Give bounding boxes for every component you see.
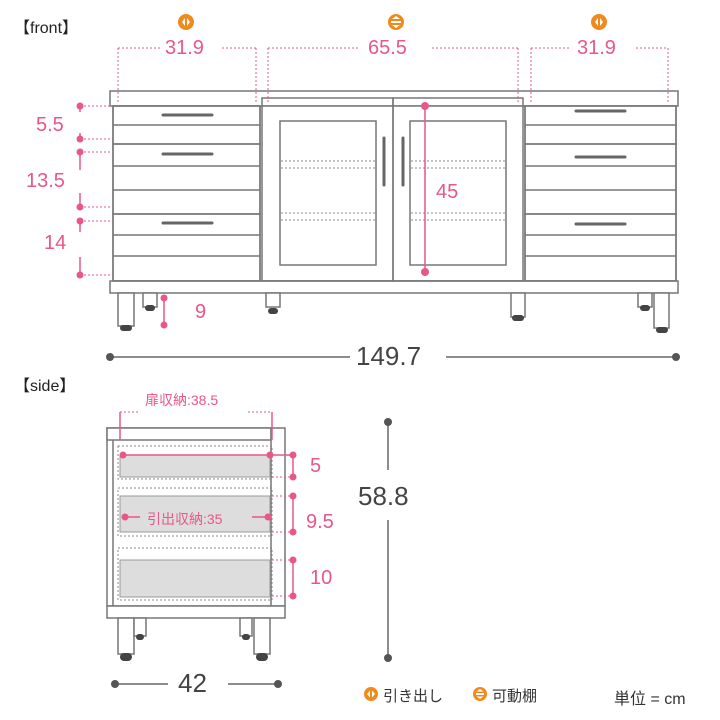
side-drawer-height-1: 5: [310, 455, 322, 477]
legend-unit: 単位 = cm: [614, 691, 686, 708]
legend-drawer-label: 引き出し: [383, 688, 444, 705]
front-drawer-height-1: 5.5: [36, 114, 64, 136]
side-dimension-dots: [119, 451, 297, 600]
drawer-icon: [178, 14, 194, 30]
front-glass-doors: [261, 97, 524, 282]
side-door-storage-depth: 扉収納:38.5: [145, 392, 219, 408]
front-dimension-dots: [76, 102, 429, 329]
side-total-height: 58.8: [358, 481, 409, 511]
front-base: [109, 280, 679, 294]
side-dimension-lines: [119, 412, 294, 596]
front-width-guides: [80, 47, 669, 276]
side-drawer-boxes: [119, 454, 271, 598]
side-section-label: 【side】: [14, 378, 76, 395]
side-drawer-height-2: 9.5: [306, 511, 334, 533]
front-casters: [120, 305, 668, 333]
front-drawer-height-3: 14: [44, 232, 67, 254]
front-legs: [117, 292, 670, 329]
front-door-height: 45: [436, 181, 459, 203]
front-right-width: 31.9: [577, 37, 616, 59]
drawer-icon: [591, 14, 607, 30]
legend-shelf-label: 可動棚: [492, 688, 538, 705]
front-leg-height: 9: [195, 301, 207, 323]
side-casters: [120, 634, 268, 661]
front-drawer-handles: [161, 109, 627, 226]
drawer-icon: [364, 687, 378, 701]
front-left-width: 31.9: [165, 37, 204, 59]
front-total-width: 149.7: [356, 341, 422, 371]
side-drawer-height-3: 10: [310, 567, 333, 589]
shelf-icon: [388, 14, 404, 30]
front-left-drawers: [112, 105, 261, 282]
side-depth-line: [111, 680, 282, 688]
front-total-width-line: [106, 353, 680, 361]
front-center-width: 65.5: [368, 37, 407, 59]
side-height-line: [384, 418, 392, 662]
front-right-drawers: [524, 105, 677, 282]
front-section-label: 【front】: [14, 20, 79, 37]
front-body: [112, 105, 677, 282]
front-drawer-height-2: 13.5: [26, 170, 65, 192]
side-drawer-outlines: [117, 445, 273, 601]
shelf-icon: [473, 687, 487, 701]
side-drawer-storage-depth: 引出収納:35: [147, 511, 223, 527]
side-depth: 42: [178, 668, 207, 698]
